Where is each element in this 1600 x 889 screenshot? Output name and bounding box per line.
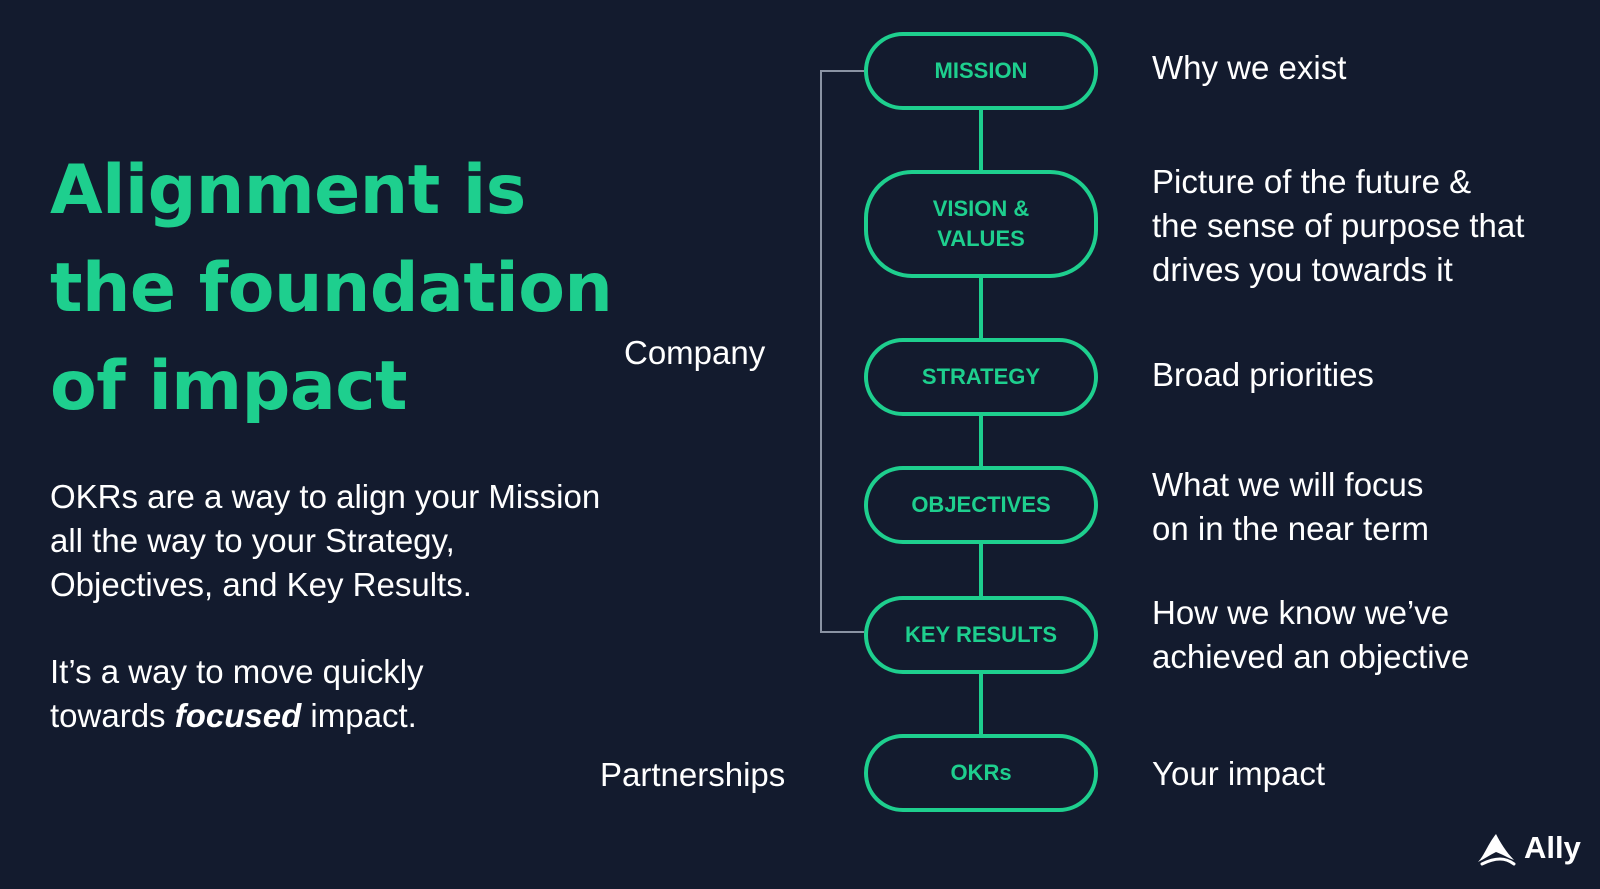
headline-line-3: of impact [50,347,408,426]
ally-logo-icon [1478,834,1516,866]
description-key-results: How we know we’ve achieved an objective [1152,591,1469,679]
intro-p2-line-1: It’s a way to move quickly [50,653,424,690]
level-pill-okrs: OKRs [864,734,1098,812]
connector-1 [979,106,983,170]
pill-label: KEY RESULTS [905,622,1057,647]
intro-line-1: OKRs are a way to align your Mission [50,478,601,515]
description-line: achieved an objective [1152,638,1470,675]
headline-line-2: the foundation [50,249,613,328]
level-pill-objectives: OBJECTIVES [864,466,1098,544]
intro-paragraph-1: OKRs are a way to align your Mission all… [50,475,670,607]
connector-2 [979,274,983,338]
intro-line-3: Objectives, and Key Results. [50,566,472,603]
focused-emphasis: focused [174,697,302,734]
pill-label-group: VISION & VALUES [933,194,1030,254]
headline-line-1: Alignment is [50,151,526,230]
headline: Alignment is the foundation of impact [50,142,650,436]
level-pill-key-results: KEY RESULTS [864,596,1098,674]
intro-p2-suffix: impact. [301,697,417,734]
level-pill-mission: MISSION [864,32,1098,110]
connector-5 [979,668,983,734]
description-line: Your impact [1152,755,1326,792]
description-line: Why we exist [1152,49,1347,86]
pill-label: OKRs [950,760,1012,785]
intro-p2-line-2: towards focused impact. [50,694,670,738]
intro-p2-prefix: towards [50,697,175,734]
level-pill-vision-values: VISION & VALUES [864,170,1098,278]
connector-4 [979,540,983,596]
description-objectives: What we will focus on in the near term [1152,463,1429,551]
description-line: the sense of purpose that [1152,207,1525,244]
description-vision-values: Picture of the future & the sense of pur… [1152,160,1524,292]
partnerships-label: Partnerships [600,756,786,793]
ally-logo: Ally [1474,828,1581,868]
company-label: Company [624,334,766,371]
pill-label-line-1: VISION & [932,196,1030,221]
description-line: Broad priorities [1152,356,1374,393]
description-line: Picture of the future & [1152,163,1472,200]
description-mission: Why we exist [1152,46,1346,90]
description-line: on in the near term [1152,510,1429,547]
pill-label: MISSION [934,58,1028,83]
description-line: How we know we’ve [1152,594,1450,631]
level-pill-strategy: STRATEGY [864,338,1098,416]
description-strategy: Broad priorities [1152,353,1374,397]
pill-label-line-2: VALUES [937,226,1025,251]
pill-label: STRATEGY [921,364,1041,389]
pill-label: OBJECTIVES [911,492,1051,517]
connector-3 [979,412,983,466]
intro-paragraph-2: It’s a way to move quickly towards focus… [50,650,670,738]
description-okrs: Your impact [1152,752,1325,796]
description-line: What we will focus [1152,466,1424,503]
description-line: drives you towards it [1152,251,1453,288]
company-bracket [820,70,864,633]
intro-line-2: all the way to your Strategy, [50,522,455,559]
brand-name: Ally [1524,830,1581,865]
